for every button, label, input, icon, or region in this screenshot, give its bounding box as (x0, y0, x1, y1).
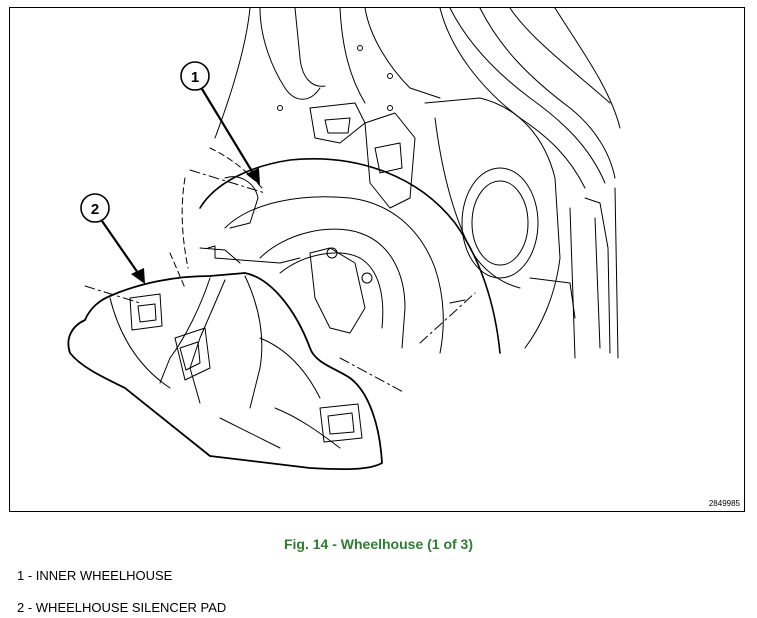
legend-item-inner-wheelhouse: 1 - INNER WHEELHOUSE (17, 568, 173, 583)
figure-id-code: 2849985 (708, 499, 740, 508)
callout-1: 1 (180, 61, 260, 185)
figure-caption: Fig. 14 - Wheelhouse (1 of 3) (283, 536, 474, 552)
legend-item-silencer-pad: 2 - WHEELHOUSE SILENCER PAD (17, 600, 227, 615)
callout-number-1: 1 (191, 69, 199, 86)
callout-number-2: 2 (91, 201, 99, 218)
wheelhouse-illustration: 1 2 (67, 8, 621, 471)
figure-frame: 1 2 2849985 (9, 7, 745, 512)
callout-2: 2 (80, 193, 145, 284)
